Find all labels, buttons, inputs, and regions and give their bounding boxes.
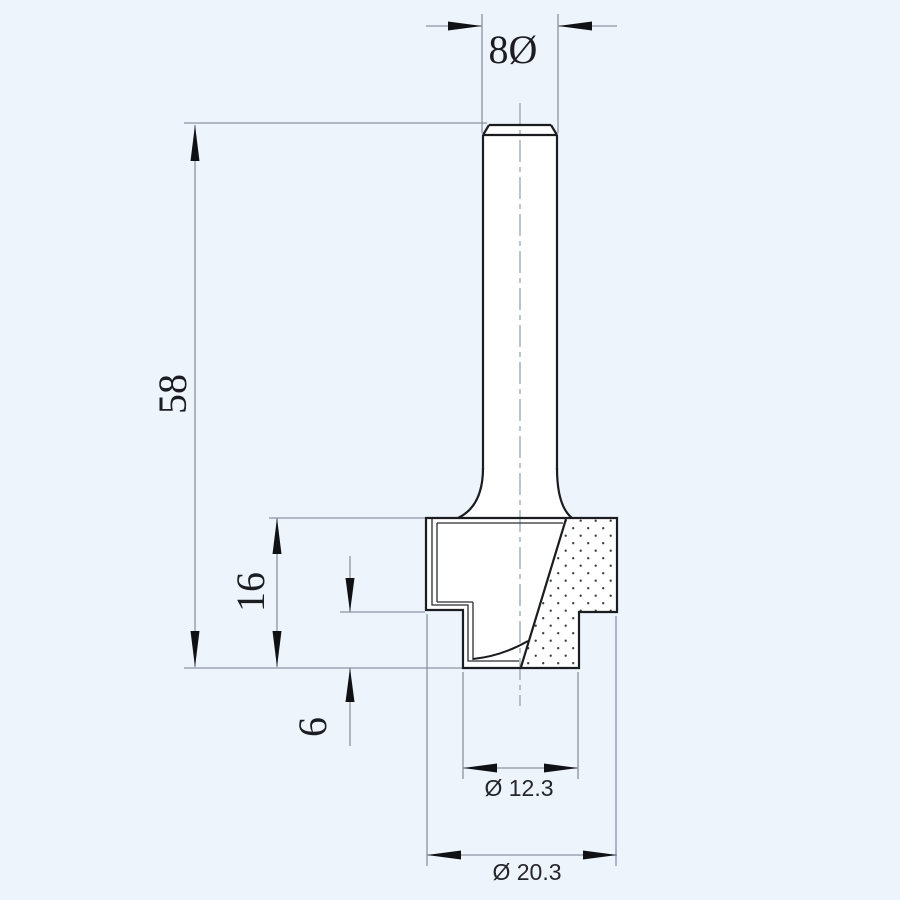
shank-outline (481, 123, 559, 470)
carbide-slant-edge (519, 518, 568, 668)
flute-pocket-edges (436, 522, 563, 660)
dim-shank-diameter-label: 8Ø (489, 27, 538, 72)
tool-outline (424, 123, 619, 670)
neck-fillets (457, 467, 573, 519)
dimension-arrows (190, 21, 617, 860)
cutting-edge-land (431, 519, 519, 662)
dim-overall-length-label: 58 (150, 374, 195, 414)
cutter-head-outline (424, 516, 619, 670)
dim-pilot-length-label: 6 (290, 717, 335, 737)
carbide-stipple-region (521, 518, 617, 668)
gullet-arc (472, 640, 529, 660)
dim-outer-diameter-label: Ø 20.3 (492, 859, 561, 885)
dim-inner-diameter-label: Ø 12.3 (484, 775, 553, 801)
dim-head-length-label: 16 (228, 572, 273, 612)
